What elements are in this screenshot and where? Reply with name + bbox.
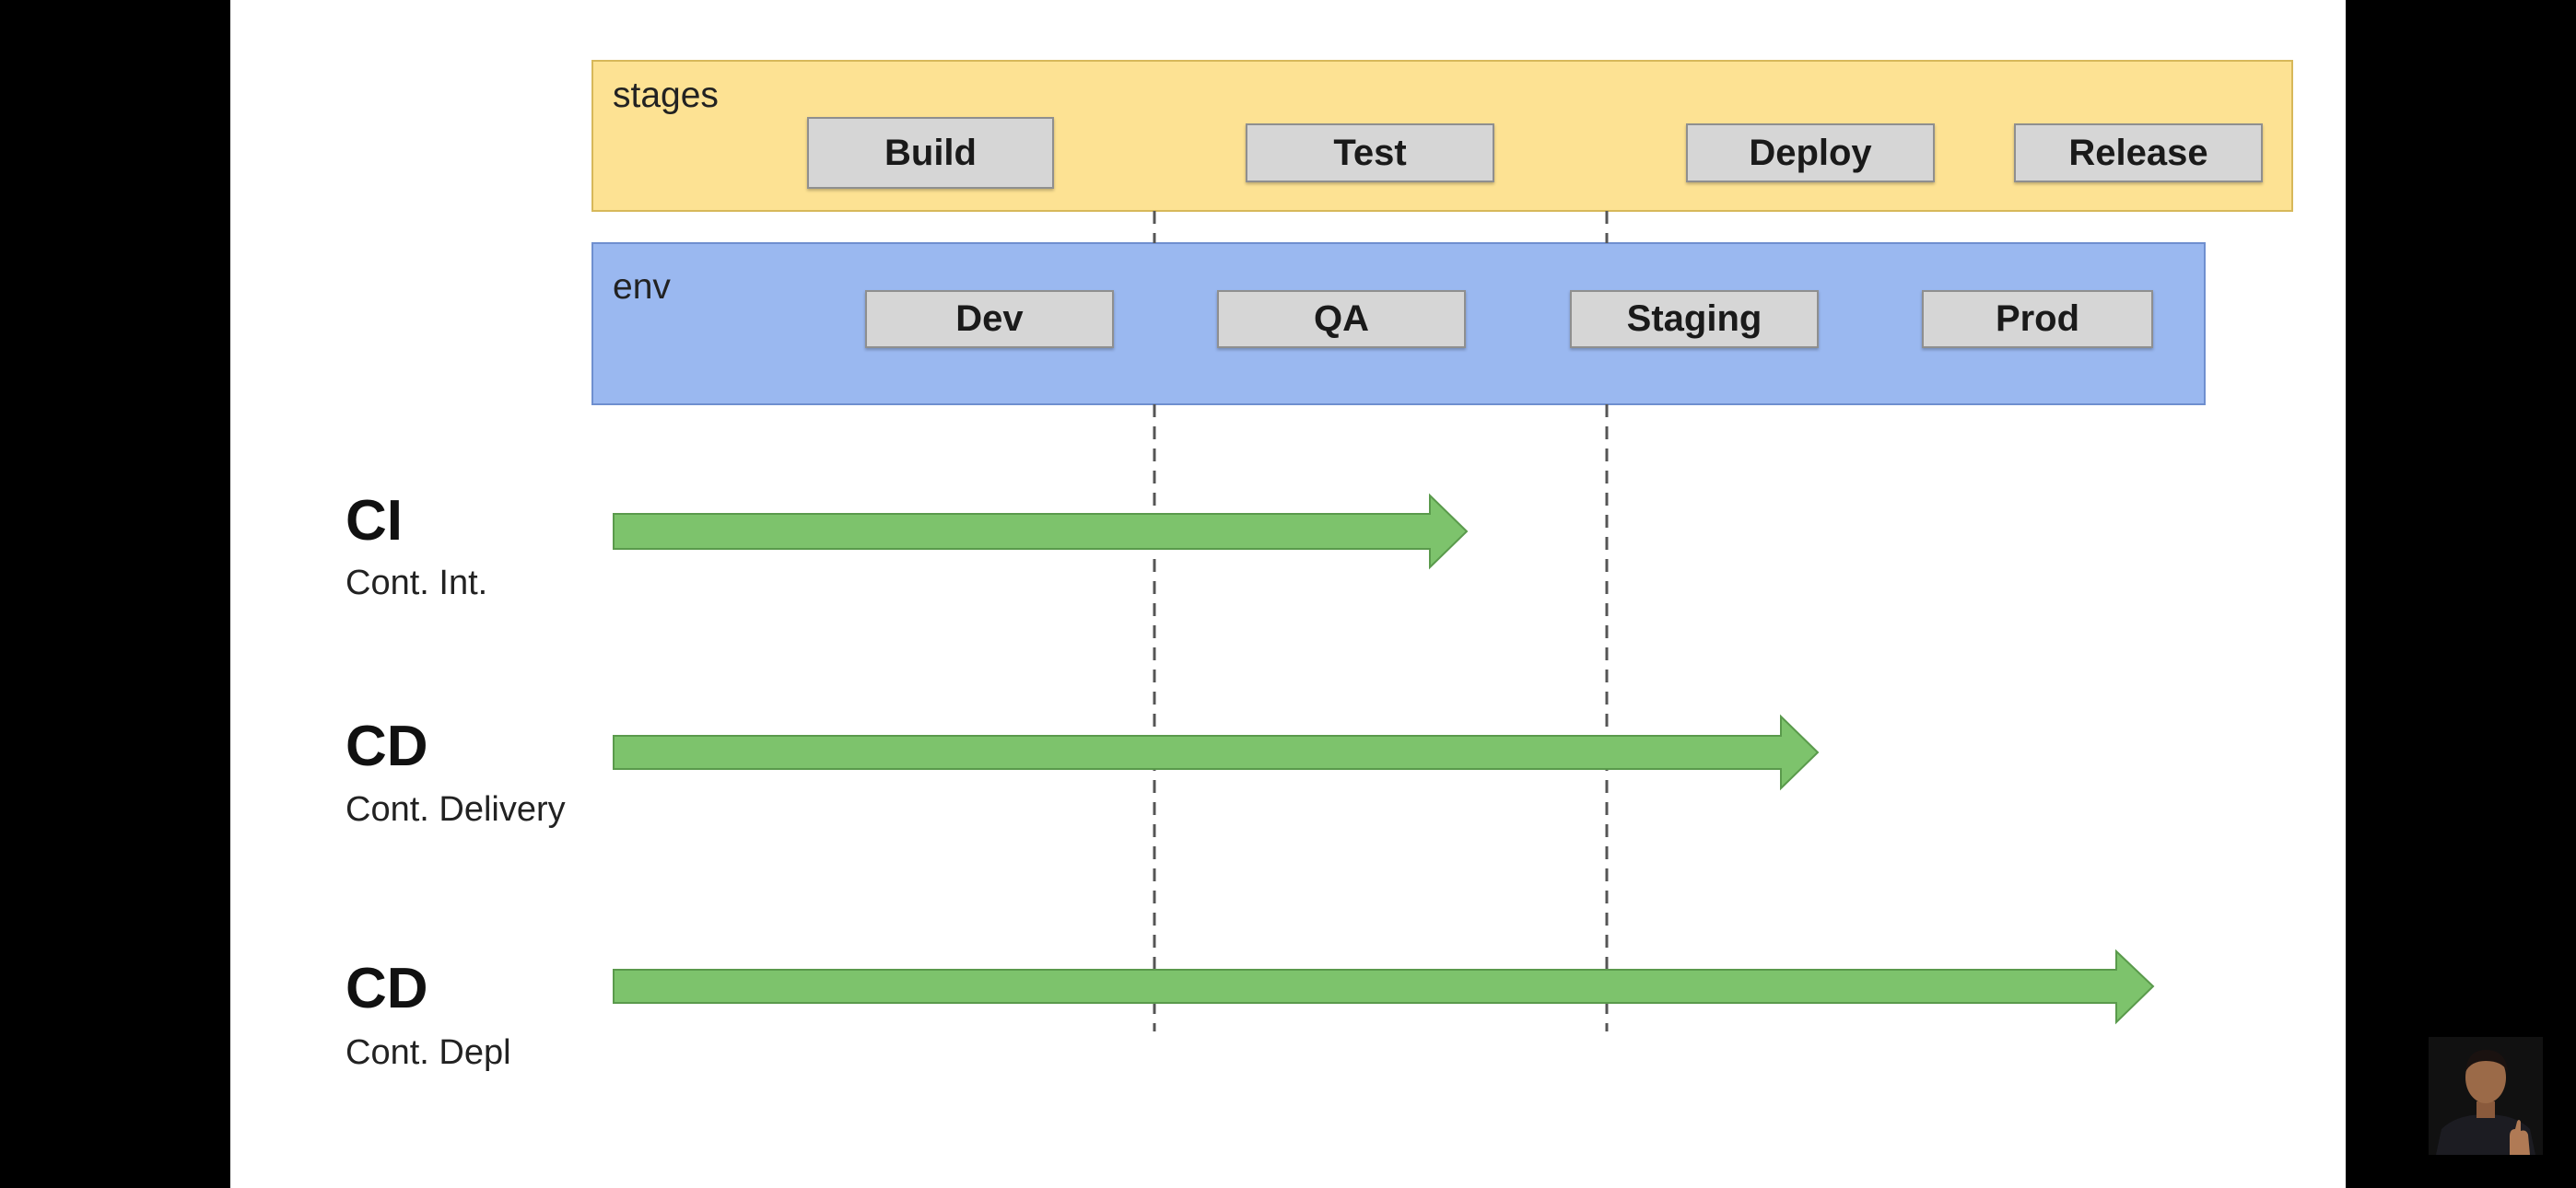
env-prod-box: Prod	[1922, 290, 2153, 348]
stage-build-box: Build	[807, 117, 1054, 189]
ci-title: CI	[345, 489, 403, 553]
slide: stages env Build Test Deploy Release Dev…	[230, 0, 2346, 1188]
stage-test-box: Test	[1246, 123, 1494, 182]
ci-subtitle: Cont. Int.	[345, 564, 488, 602]
env-staging-box: Staging	[1570, 290, 1819, 348]
ci-arrow	[613, 493, 1469, 570]
stages-label: stages	[613, 76, 719, 115]
env-dev-box: Dev	[865, 290, 1114, 348]
presenter-video-thumbnail	[2429, 1037, 2543, 1155]
presenter-icon	[2429, 1037, 2543, 1155]
stage-release-box: Release	[2014, 123, 2263, 182]
env-qa-box: QA	[1217, 290, 1466, 348]
cd-delivery-subtitle: Cont. Delivery	[345, 790, 566, 829]
cd-delivery-title: CD	[345, 715, 428, 778]
diagram-canvas	[591, 60, 2293, 1031]
cd-deployment-title: CD	[345, 957, 428, 1020]
cd-deployment-subtitle: Cont. Depl	[345, 1033, 511, 1072]
cd-delivery-arrow	[613, 714, 1820, 791]
env-label: env	[613, 267, 671, 307]
cd-deployment-arrow	[613, 949, 2155, 1025]
stage-deploy-box: Deploy	[1686, 123, 1935, 182]
